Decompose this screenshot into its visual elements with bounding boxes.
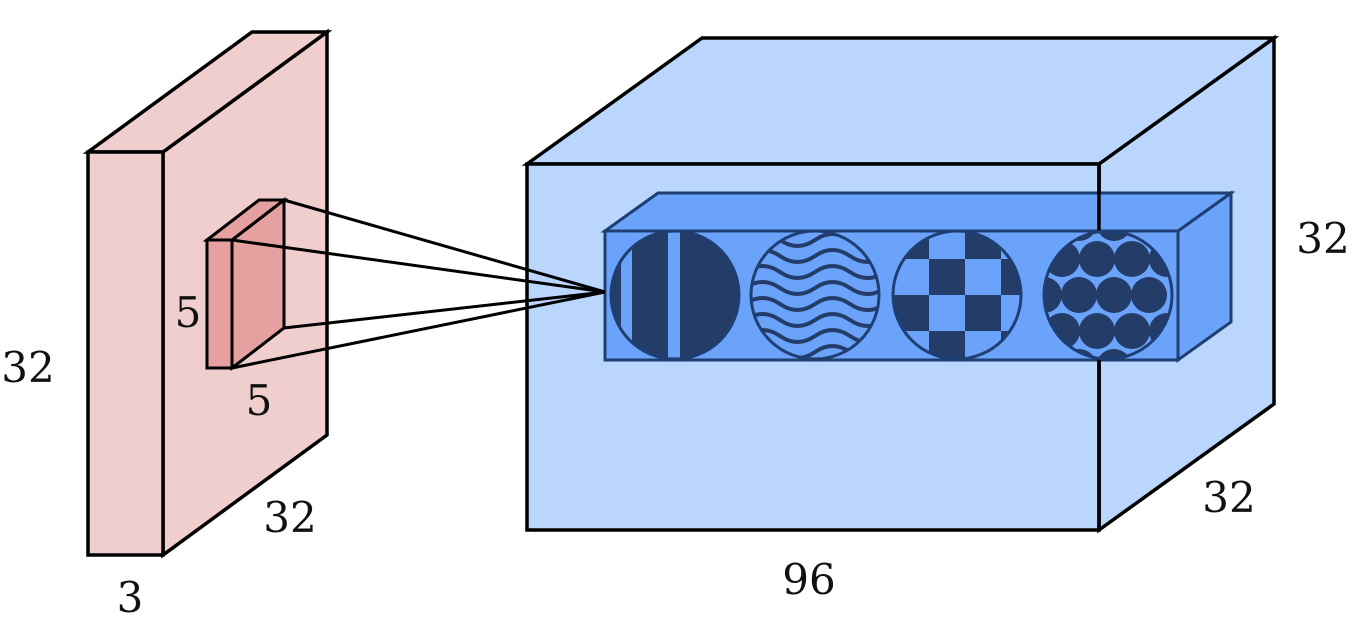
input-depth-label: 3 xyxy=(117,573,144,622)
input-height-label: 32 xyxy=(1,343,54,392)
input-volume-front xyxy=(86,150,165,557)
output-height-label: 32 xyxy=(1296,214,1349,263)
waves-icon xyxy=(749,229,881,361)
checkerboard-icon xyxy=(891,229,1023,361)
vertical-stripes-icon xyxy=(609,229,741,361)
output-depth-label: 96 xyxy=(782,555,835,604)
kernel-width-label: 5 xyxy=(246,376,273,425)
kernel-front xyxy=(205,238,234,370)
kernel-height-label: 5 xyxy=(175,288,202,337)
filter-bank-top xyxy=(600,191,1236,233)
input-width-label: 32 xyxy=(263,493,316,542)
circles-icon xyxy=(1042,229,1174,361)
projection-lines xyxy=(231,198,606,370)
output-width-label: 32 xyxy=(1202,473,1255,522)
